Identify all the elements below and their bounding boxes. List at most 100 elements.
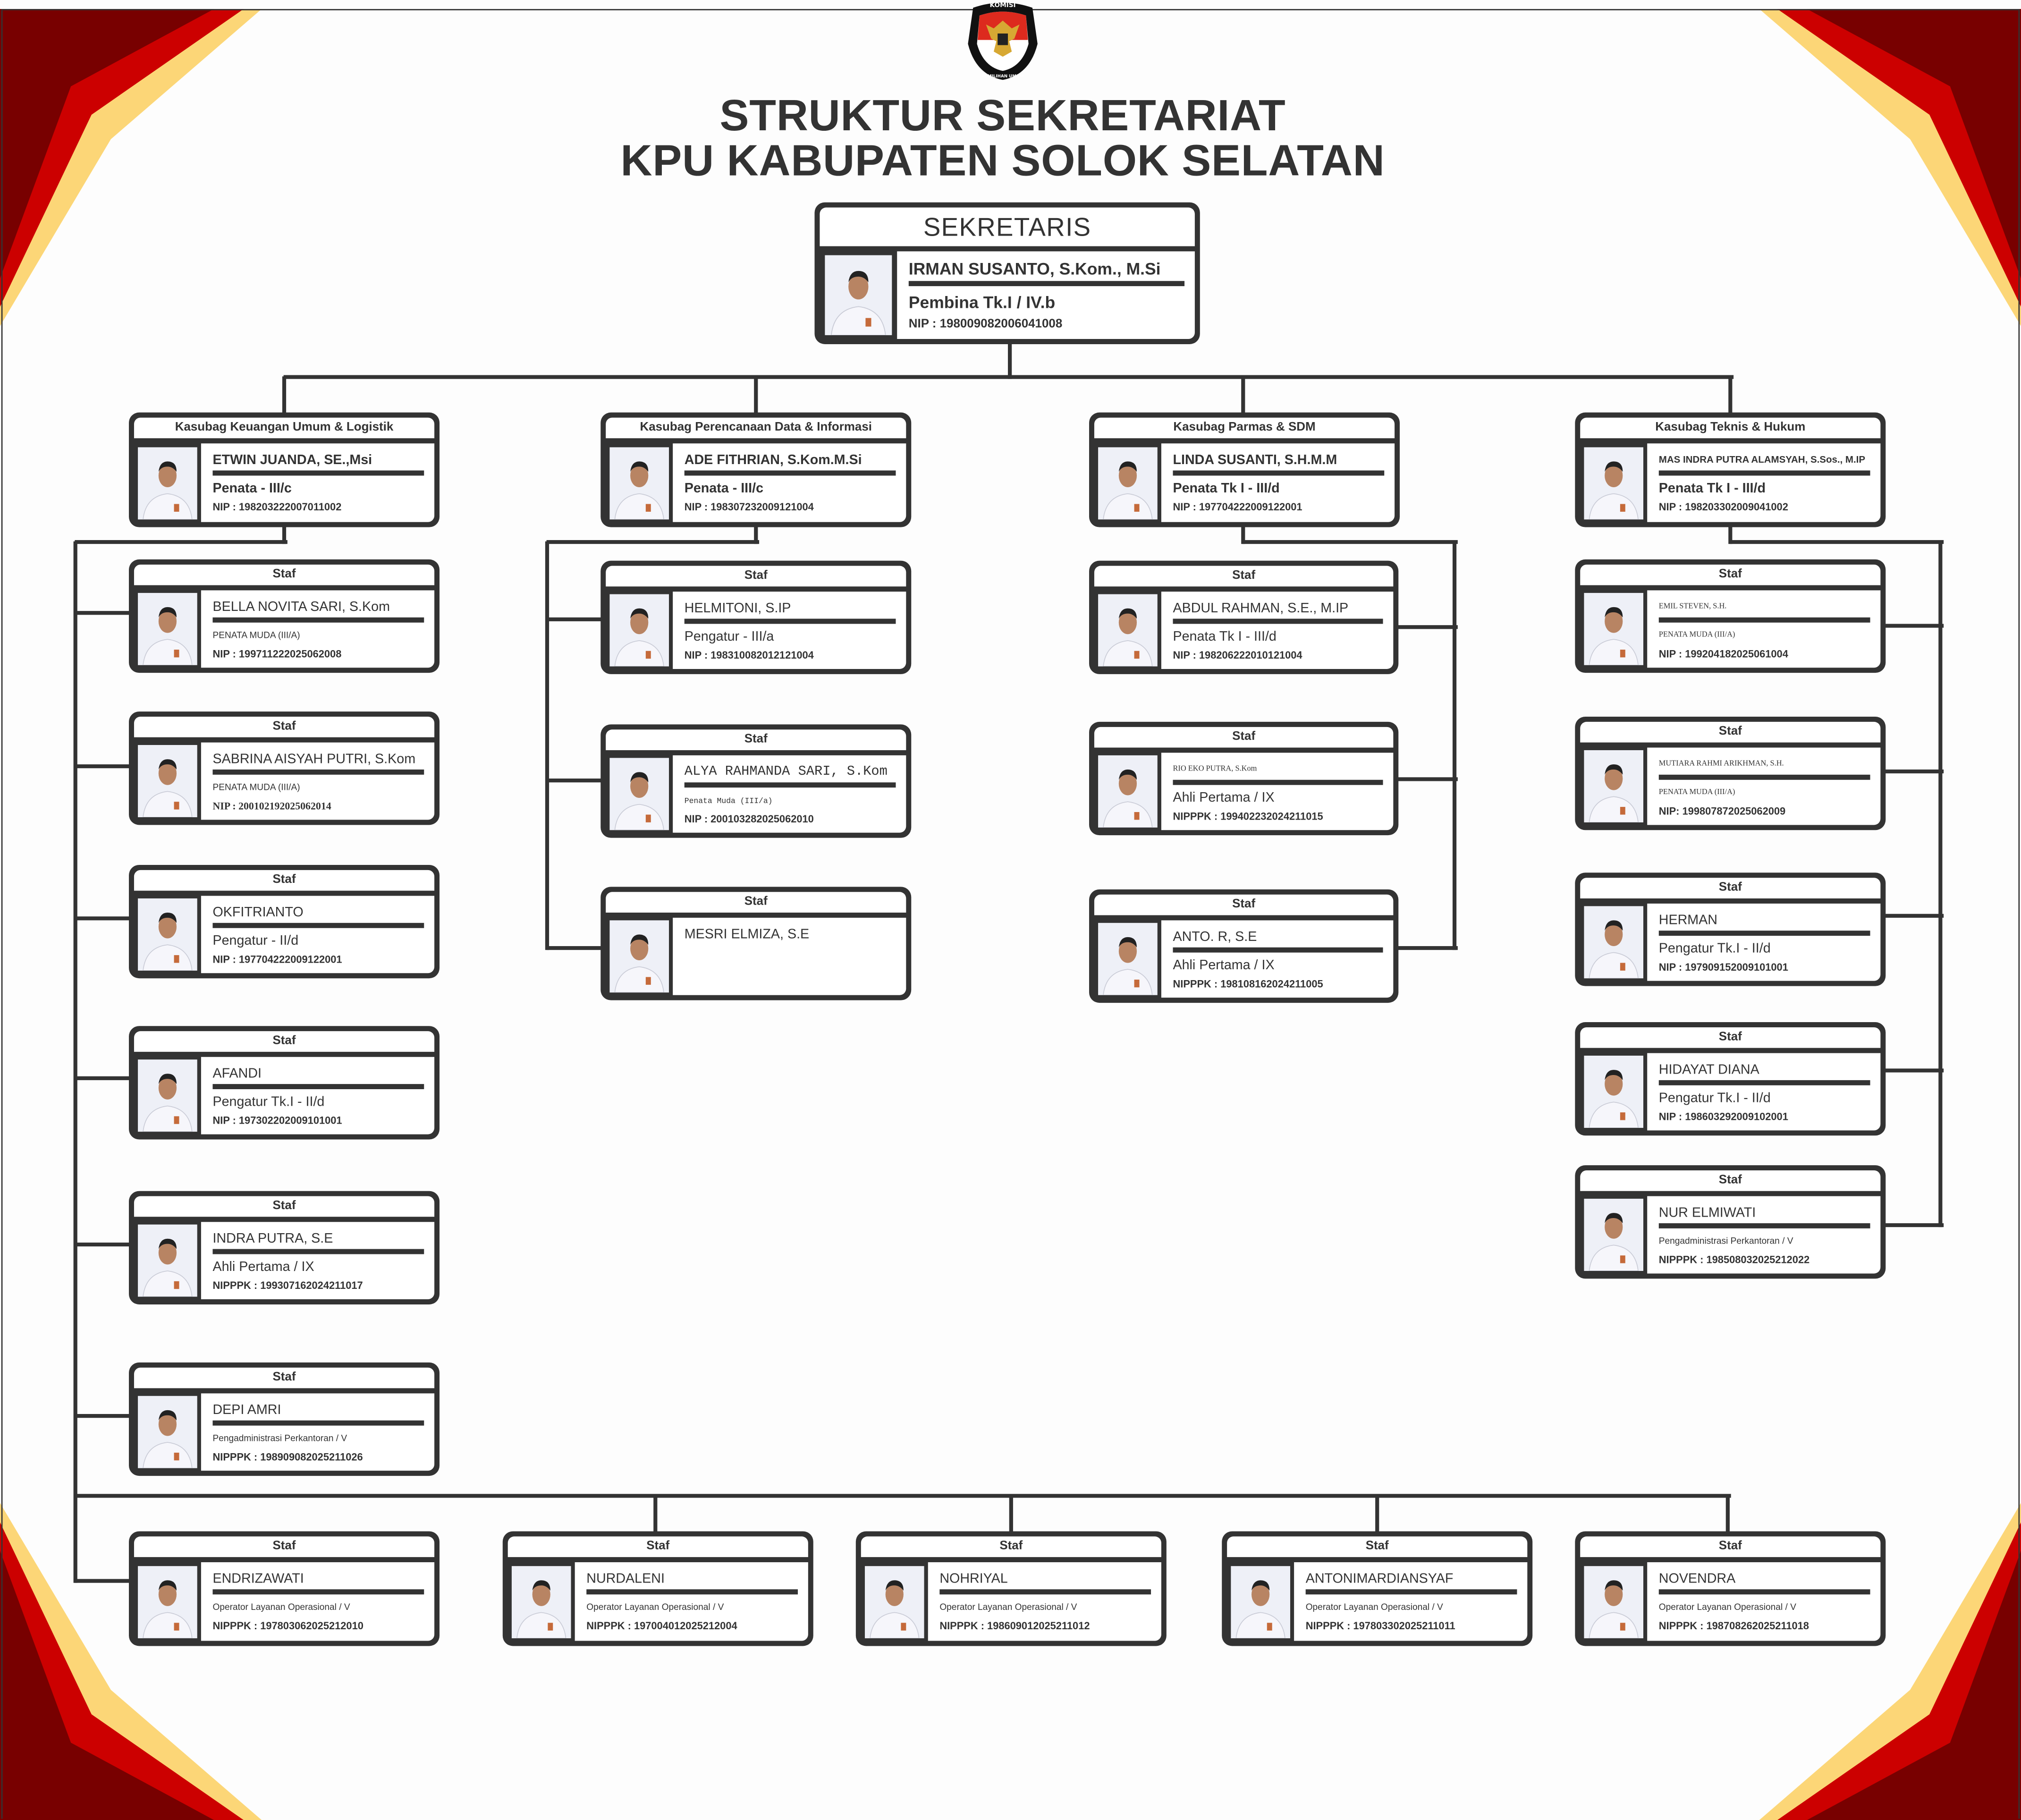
person-rank: Penata - III/c: [684, 481, 764, 497]
photo-cell: [134, 1393, 201, 1471]
person-id-number: NIPPPK : 199402232024211015: [1173, 811, 1323, 822]
staff-photo: [138, 1224, 197, 1297]
name-underline: [1658, 470, 1870, 476]
card-header-title: Staf: [606, 892, 906, 913]
connector-line: [1884, 769, 1944, 773]
connector-line: [1374, 1495, 1378, 1533]
staff-photo: [138, 593, 197, 665]
person-photo-icon: [825, 255, 891, 335]
connector-line: [1727, 525, 1732, 543]
name-underline: [212, 1589, 424, 1595]
person-name: ENDRIZAWATI: [212, 1571, 304, 1587]
person-name: HELMITONI, S.IP: [684, 601, 791, 617]
person-photo-icon: [609, 758, 669, 830]
photo-cell: [134, 1222, 201, 1299]
staff-photo: [138, 1396, 197, 1468]
person-rank: Pengatur Tk.I - II/d: [1658, 941, 1771, 957]
person-photo-icon: [1584, 750, 1644, 822]
person-name: EMIL STEVEN, S.H.: [1658, 603, 1727, 611]
connector-line: [546, 617, 605, 621]
card-header-title: Staf: [134, 1196, 435, 1217]
person-rank: Penata - III/c: [212, 481, 292, 497]
person-photo-icon: [1584, 1565, 1644, 1638]
photo-cell: [606, 443, 673, 522]
card-header-title: Staf: [606, 566, 906, 587]
name-underline: [908, 281, 1185, 287]
person-photo-icon: [1584, 906, 1644, 979]
staff-photo: [511, 1565, 571, 1638]
person-photo-icon: [1098, 447, 1158, 519]
staff-photo: [609, 447, 669, 519]
card-info: EMIL STEVEN, S.H.PENATA MUDA (III/A)NIP …: [1647, 590, 1881, 668]
person-rank: Pengadministrasi Perkantoran / V: [1658, 1237, 1793, 1247]
person-rank: Penata Tk I - III/d: [1173, 481, 1280, 497]
connector-line: [546, 945, 605, 949]
photo-cell: [606, 918, 673, 995]
connector-line: [1240, 525, 1245, 543]
connector-line: [75, 1493, 1731, 1498]
connector-line: [546, 539, 760, 543]
connector-line: [75, 763, 133, 768]
card-header-title: Staf: [507, 1536, 808, 1558]
card-header-title: Staf: [1227, 1536, 1528, 1558]
name-underline: [1173, 779, 1383, 785]
connector-line: [1884, 1222, 1944, 1227]
person-name: INDRA PUTRA, S.E: [212, 1231, 333, 1247]
photo-cell: [1580, 1053, 1647, 1131]
person-name: ANTO. R, S.E: [1173, 929, 1257, 945]
person-id-number: NIP : 200102192025062014: [212, 800, 331, 813]
photo-cell: [820, 251, 897, 339]
connector-line: [1725, 1495, 1729, 1533]
photo-cell: [1580, 1196, 1647, 1274]
connector-line: [546, 778, 605, 782]
name-underline: [1305, 1589, 1517, 1595]
connector-line: [1729, 539, 1944, 543]
person-name: IRMAN SUSANTO, S.Kom., M.Si: [908, 259, 1161, 279]
person-id-number: NIP : 198206222010121004: [1173, 650, 1302, 661]
photo-cell: [606, 755, 673, 833]
name-underline: [212, 1084, 424, 1090]
staff-photo: [864, 1565, 924, 1638]
name-underline: [212, 1420, 424, 1426]
photo-cell: [1094, 592, 1161, 669]
staff-photo: [138, 1565, 197, 1638]
person-name: ABDUL RAHMAN, S.E., M.IP: [1173, 601, 1349, 617]
person-photo-icon: [138, 1565, 197, 1638]
person-photo-icon: [1098, 923, 1158, 995]
person-photo-icon: [1584, 1056, 1644, 1128]
photo-cell: [1227, 1562, 1294, 1641]
person-id-number: NIPPPK : 197803302025211011: [1305, 1620, 1455, 1632]
person-rank: Pengatur Tk.I - II/d: [1658, 1090, 1771, 1106]
staff-photo: [1098, 755, 1158, 828]
connector-line: [652, 1495, 657, 1533]
person-name: SABRINA AISYAH PUTRI, S.Kom: [212, 751, 416, 767]
photo-cell: [606, 592, 673, 669]
person-id-number: NIP : 198603292009102001: [1658, 1111, 1788, 1123]
logo-bottom-text: PEMILIHAN UMUM: [982, 74, 1024, 79]
card-body: EMIL STEVEN, S.H.PENATA MUDA (III/A)NIP …: [1580, 590, 1881, 668]
name-underline: [212, 470, 424, 476]
photo-cell: [134, 743, 201, 820]
connector-line: [73, 541, 77, 1583]
person-id-number: NIPPPK : 197004012025212004: [586, 1620, 737, 1632]
